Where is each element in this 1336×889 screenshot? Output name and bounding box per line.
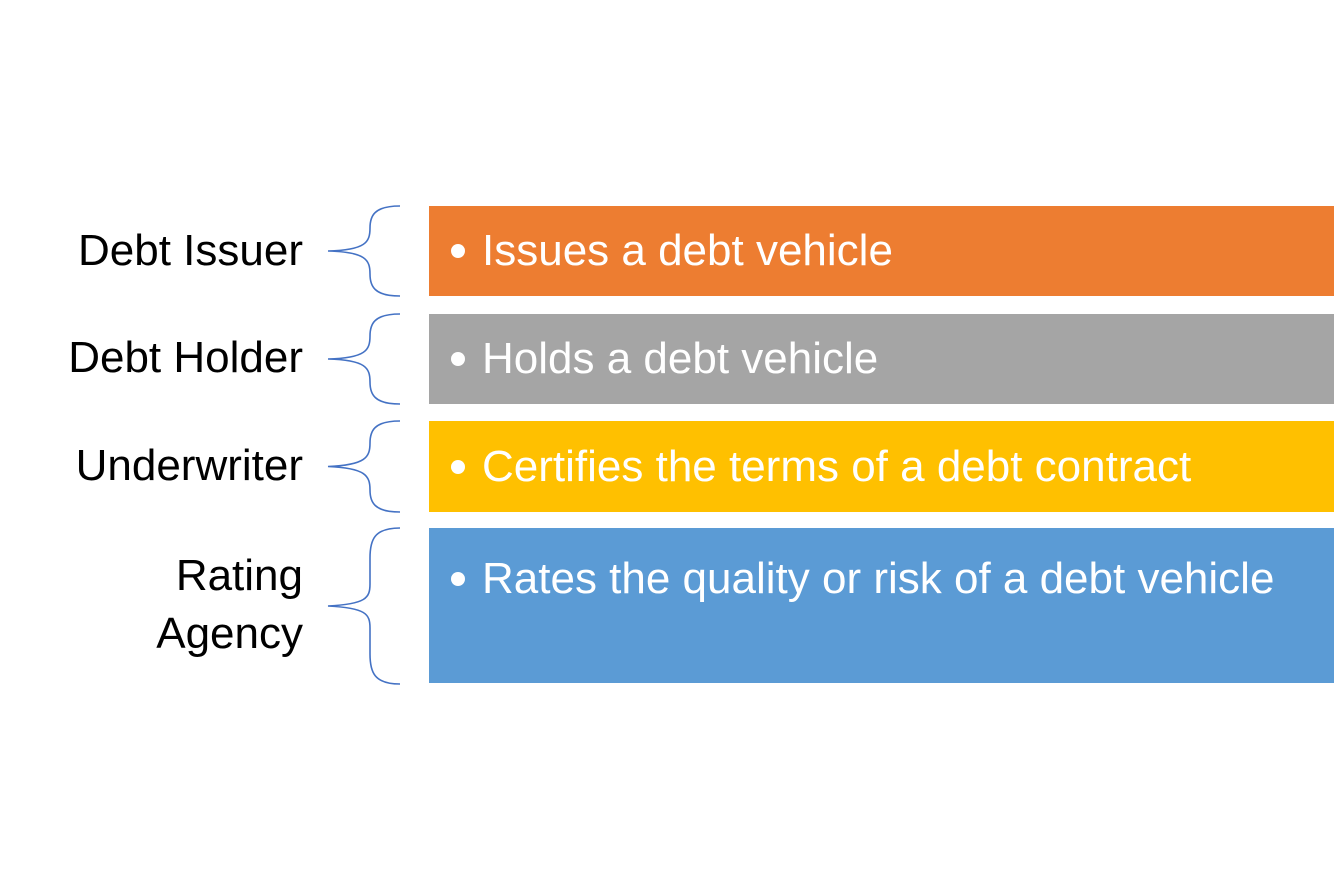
term-label: Debt Holder bbox=[68, 333, 303, 382]
description-box: Holds a debt vehicle bbox=[429, 314, 1334, 404]
term-label: Debt Issuer bbox=[78, 226, 303, 275]
description-text: Certifies the terms of a debt contract bbox=[482, 441, 1192, 491]
bullet-dot-icon bbox=[451, 459, 465, 474]
description-box: Certifies the terms of a debt contract bbox=[429, 421, 1334, 512]
curly-brace-icon bbox=[327, 420, 401, 513]
bullet-dot-icon bbox=[451, 352, 465, 366]
description-text: Rates the quality or risk of a debt vehi… bbox=[482, 554, 1275, 603]
description-text: Holds a debt vehicle bbox=[482, 334, 879, 383]
curly-brace-icon bbox=[327, 205, 401, 297]
row-debt-issuer: Debt Issuer Issues a debt vehicle bbox=[0, 205, 1336, 297]
description-text: Issues a debt vehicle bbox=[482, 226, 893, 275]
term-label: Underwriter bbox=[75, 441, 303, 490]
row-underwriter: Underwriter Certifies the terms of a deb… bbox=[0, 420, 1336, 513]
row-rating-agency: Rating Agency Rates the quality or risk … bbox=[0, 527, 1336, 685]
bullet-dot-icon bbox=[451, 572, 465, 586]
description-box: Issues a debt vehicle bbox=[429, 206, 1334, 296]
term-label: Rating Agency bbox=[156, 551, 303, 658]
bullet-dot-icon bbox=[451, 244, 465, 258]
curly-brace-icon bbox=[327, 313, 401, 405]
row-debt-holder: Debt Holder Holds a debt vehicle bbox=[0, 313, 1336, 405]
curly-brace-icon bbox=[327, 527, 401, 685]
description-box: Rates the quality or risk of a debt vehi… bbox=[429, 528, 1334, 683]
